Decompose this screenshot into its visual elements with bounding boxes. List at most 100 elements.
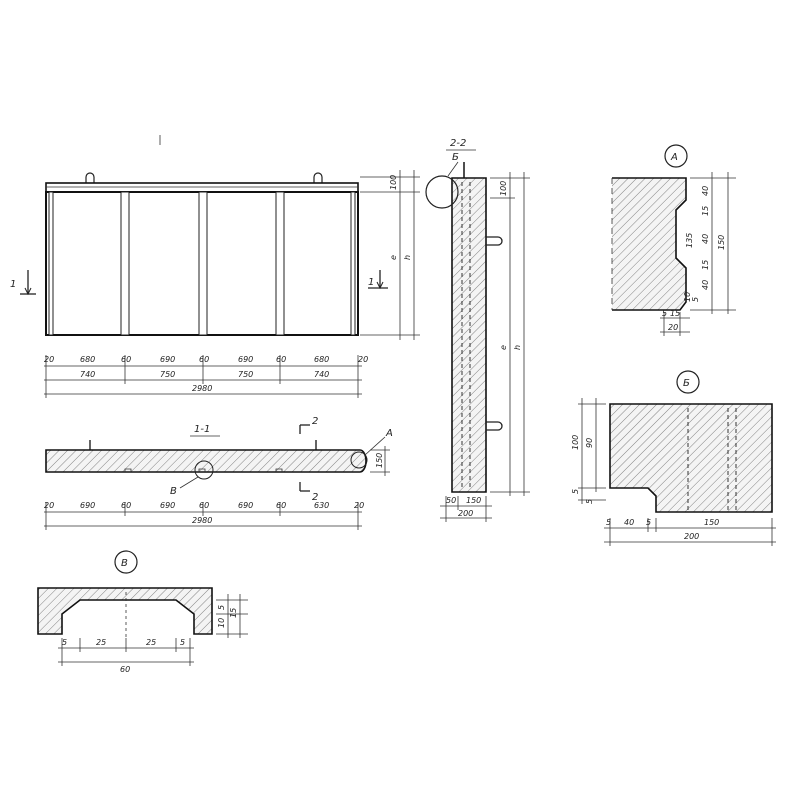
dim-label: 60 <box>199 355 209 364</box>
callout-b-label: Б <box>452 152 459 163</box>
dim-label: 20 <box>44 501 54 510</box>
section-wall <box>451 177 487 493</box>
dim-label: 60 <box>276 501 286 510</box>
dim-label: 150 <box>466 496 481 505</box>
panel-top-rib <box>45 182 359 193</box>
dim-label: 200 <box>458 509 473 518</box>
dim-total: 2980 <box>192 384 212 393</box>
cut-marker-bottom: 2 <box>312 492 318 503</box>
dim-label: 60 <box>121 355 131 364</box>
section-marker-label: 1 <box>368 277 374 288</box>
dim-label: 5 <box>691 297 700 302</box>
dim-label: 40 <box>701 234 710 244</box>
dim-thickness: 150 <box>375 453 384 468</box>
detail-v: В 10 5 15 5 25 25 5 60 <box>37 550 248 674</box>
dim-label: 10 <box>683 292 692 302</box>
dim-label: 740 <box>314 370 329 379</box>
dim-e: e <box>499 345 508 350</box>
dim-label: 750 <box>160 370 175 379</box>
section-marker-1-right: 1 <box>368 270 388 290</box>
dim-label: 690 <box>160 501 175 510</box>
detail-a-profile <box>612 177 687 311</box>
dim-top: 100 <box>499 181 508 196</box>
dim-top: 100 <box>389 175 398 190</box>
detail-label: A <box>670 152 678 163</box>
dim-label: 60 <box>199 501 209 510</box>
dim-label: 5 <box>62 638 67 647</box>
front-width-dims: 20 680 60 690 60 690 60 680 20 740 750 7… <box>44 355 368 398</box>
dim-label: 10 <box>217 618 226 628</box>
callout-v-label: В <box>170 486 177 497</box>
lifting-loop-left <box>85 172 95 183</box>
dim-label: 20 <box>354 501 364 510</box>
section-title: 2-2 <box>450 138 466 149</box>
dim-100: 100 <box>571 435 580 450</box>
callout-a-label: A <box>385 428 393 439</box>
dim-label: 740 <box>80 370 95 379</box>
detail-label: В <box>121 558 128 569</box>
dim-label: 630 <box>314 501 329 510</box>
dim-label: 25 <box>146 638 156 647</box>
dim-label: 40 <box>624 518 634 527</box>
dim-label: 5 <box>217 605 226 610</box>
lifting-loop-right <box>313 172 323 183</box>
detail-label-circle <box>676 370 700 394</box>
dim-label: 15 <box>670 309 680 318</box>
dim-label: 690 <box>238 355 253 364</box>
section-1-1: 1-1 В A 2 2 150 20 690 60 <box>44 416 393 530</box>
detail-label-circle <box>664 144 688 168</box>
dim-label: 40 <box>701 186 710 196</box>
dim-label: 15 <box>229 608 238 618</box>
section-marker-label: 1 <box>10 279 16 290</box>
dim-label: 5 <box>646 518 651 527</box>
dim-label: 680 <box>80 355 95 364</box>
detail-v-profile <box>37 587 213 635</box>
dim-total: 200 <box>684 532 699 541</box>
dim-e: e <box>389 255 398 260</box>
dim-label: 5 <box>180 638 185 647</box>
dim-label: 60 <box>121 501 131 510</box>
dim-label: 50 <box>446 496 456 505</box>
dim-150: 150 <box>717 235 726 250</box>
dim-label: 750 <box>238 370 253 379</box>
dim-label: 5 <box>606 518 611 527</box>
dim-label: 5 <box>662 309 667 318</box>
detail-label: Б <box>683 378 690 389</box>
dim-label: 25 <box>96 638 106 647</box>
cut-marker-top: 2 <box>312 416 318 427</box>
detail-b-profile <box>609 403 773 513</box>
callout-circle-v <box>194 460 214 480</box>
dim-label: 40 <box>701 280 710 290</box>
dim-90: 90 <box>585 438 594 448</box>
dim-total: 60 <box>120 665 130 674</box>
dim-total: 2980 <box>192 516 212 525</box>
dim-label: 690 <box>80 501 95 510</box>
dim-label: 15 <box>701 260 710 270</box>
section-marker-1-left: 1 <box>10 270 36 296</box>
dim-label: 150 <box>704 518 719 527</box>
dim-h: h <box>403 255 412 260</box>
detail-a: A 40 15 40 15 40 135 150 10 5 5 15 20 <box>611 144 736 336</box>
front-height-dims: 100 e h <box>360 170 420 340</box>
dim-label: 5 <box>585 499 594 504</box>
dim-label: 5 <box>571 489 580 494</box>
dim-label: 15 <box>701 206 710 216</box>
detail-label-circle <box>114 550 138 574</box>
dim-h: h <box>513 345 522 350</box>
section-title: 1-1 <box>194 424 210 435</box>
callout-circle-a <box>350 451 368 469</box>
vertical-ribs <box>48 191 356 336</box>
dim-label: 690 <box>238 501 253 510</box>
dim-label: 20 <box>358 355 368 364</box>
dim-label: 690 <box>160 355 175 364</box>
dim-label: 680 <box>314 355 329 364</box>
dim-label: 20 <box>668 323 678 332</box>
front-view: 1 1 100 e h <box>10 135 420 398</box>
dim-label: 20 <box>44 355 54 364</box>
section-2-2: 2-2 Б 100 e h 50 150 200 <box>425 138 530 522</box>
dim-label: 60 <box>276 355 286 364</box>
detail-b: Б 100 90 5 5 5 40 5 150 200 <box>571 370 776 546</box>
callout-circle-b <box>425 175 459 209</box>
dim-135: 135 <box>685 233 694 248</box>
